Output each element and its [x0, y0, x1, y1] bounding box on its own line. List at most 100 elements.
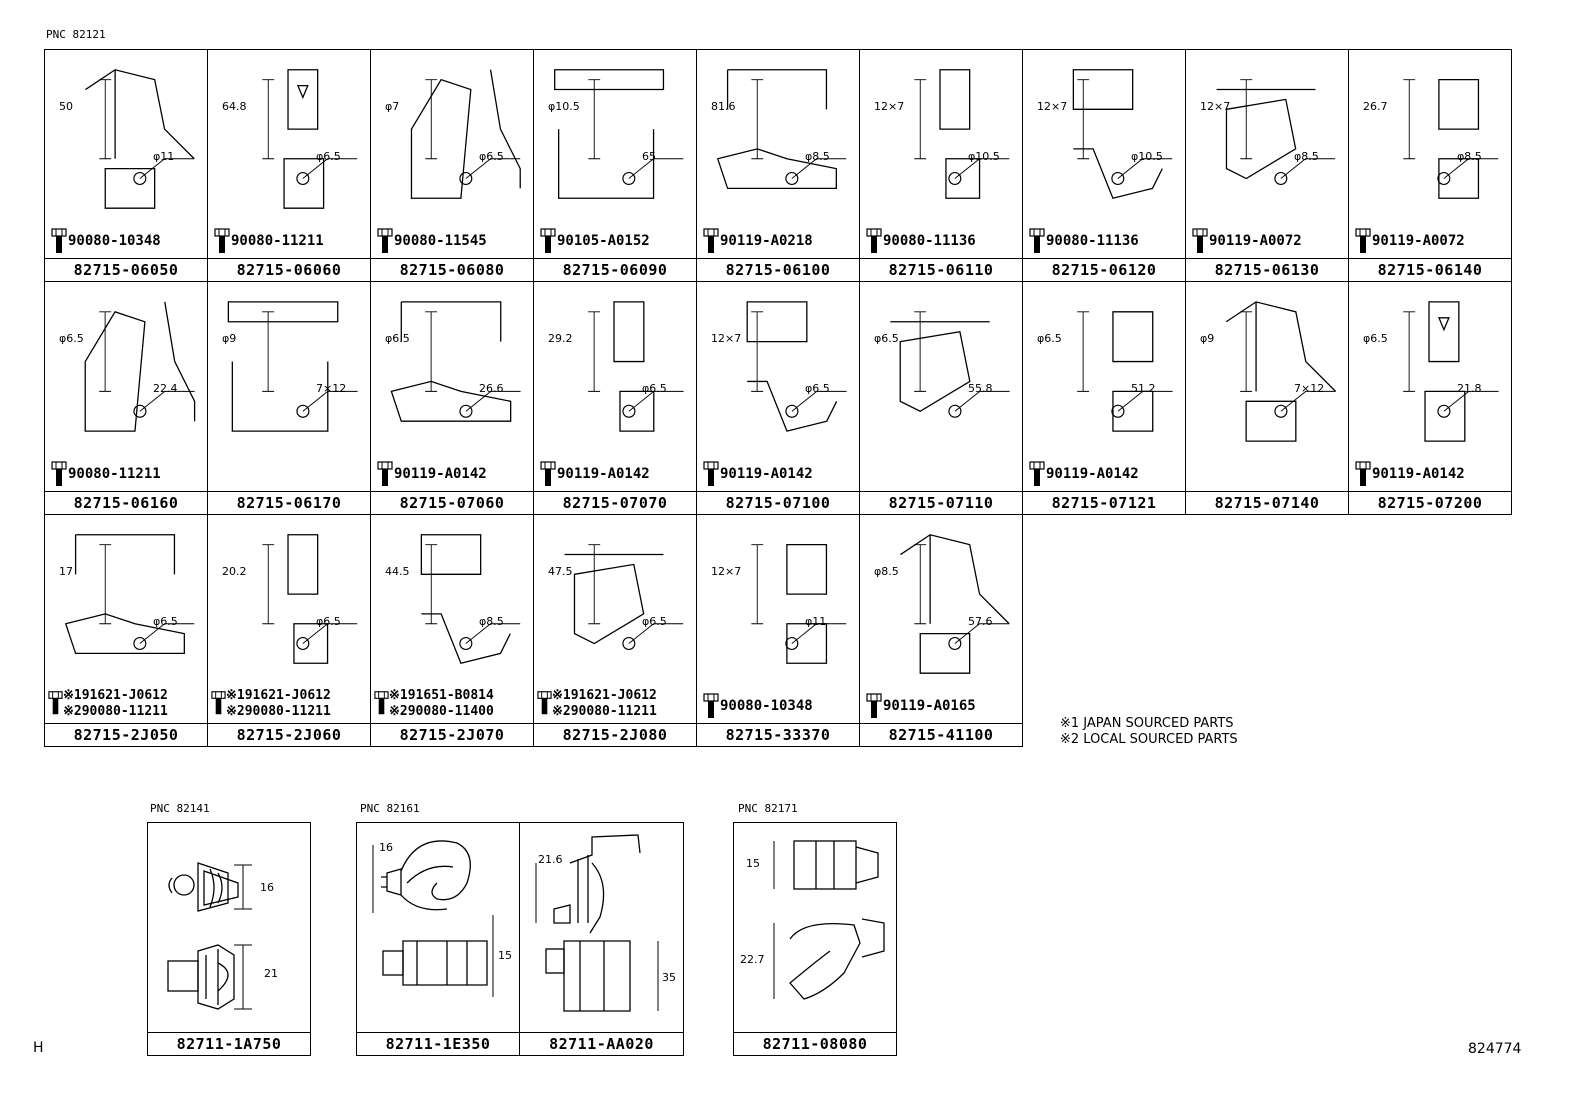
bolt: 90080-10348: [51, 228, 161, 254]
bolt: 90119-A0142: [540, 461, 650, 487]
bolt-pair: ※191621-J0612※290080-11211: [47, 688, 168, 720]
clip-drawing-icon: [535, 834, 659, 1012]
bracket-drawing-icon: [84, 301, 196, 432]
bolt: 90080-11136: [866, 228, 976, 254]
bolt: 90119-A0142: [1355, 461, 1465, 487]
bracket-drawing-icon: [914, 69, 1010, 199]
dimension-label: φ6.5: [59, 332, 84, 345]
dimension-label: 29.2: [548, 332, 573, 345]
bolt: 90080-11211: [51, 461, 161, 487]
dim-16: 16: [260, 881, 274, 894]
dimension-label: φ6.5: [642, 382, 667, 395]
dimension-label: φ7: [385, 100, 400, 113]
dimension-label: φ8.5: [1457, 150, 1482, 163]
bolt-icon: [537, 691, 552, 715]
bolt-number: 90080-11211: [68, 466, 161, 482]
pnc-label-main: PNC 82121: [46, 28, 106, 41]
part-number: 82715-2J060: [208, 723, 370, 746]
dimension-label: φ10.5: [548, 100, 580, 113]
bracket-drawing-icon: [262, 534, 358, 664]
bolt-pair: ※191621-J0612※290080-11211: [536, 688, 657, 720]
dimension-label: 20.2: [222, 565, 247, 578]
bolt-icon: [211, 691, 226, 715]
part-number: 82715-2J050: [45, 723, 207, 746]
bolt: 90105-A0152: [540, 228, 650, 254]
bolt-number: 90119-A0165: [883, 698, 976, 714]
dimension-label: 64.8: [222, 100, 247, 113]
bolt-icon: [703, 693, 719, 718]
bolt-icon: [51, 228, 67, 253]
bolt-number-japan: ※191621-J0612: [226, 688, 331, 703]
bracket-drawing-icon: [554, 69, 684, 199]
dimension-label: φ8.5: [479, 615, 504, 628]
part-number: 82715-07121: [1023, 491, 1185, 514]
part-number: 82715-07100: [697, 491, 859, 514]
dimension-label: 44.5: [385, 565, 410, 578]
dimension-label: 26.6: [479, 382, 504, 395]
clip-cell-aa020[interactable]: 21.6 35 82711-AA020: [519, 822, 684, 1056]
clip-cell-1a750[interactable]: 16 21 82711-1A750: [147, 822, 311, 1056]
dimension-label: φ10.5: [968, 150, 1000, 163]
clip-cell-1e350[interactable]: 16 15 82711-1E350: [356, 822, 520, 1056]
dimension-label: φ9: [1200, 332, 1215, 345]
bracket-drawing-icon: [1403, 301, 1499, 442]
part-cell[interactable]: 20.2 φ6.5 ※191621-J0612※290080-11211 82715-…: [207, 514, 371, 747]
bolt-icon: [1192, 228, 1208, 253]
bracket-drawing-icon: [262, 69, 358, 209]
bracket-drawing-icon: [890, 311, 1010, 418]
dimension-label: 7×12: [1294, 382, 1325, 395]
bolt-icon: [1355, 461, 1371, 486]
dim-15: 15: [746, 857, 760, 870]
part-number: 82715-07110: [860, 491, 1022, 514]
dimension-label: φ6.5: [316, 615, 341, 628]
bolt-icon: [866, 228, 882, 253]
clip-cell-08080[interactable]: 15 22.7 82711-08080: [733, 822, 897, 1056]
source-notes: ※1 JAPAN SOURCED PARTS ※2 LOCAL SOURCED …: [1060, 716, 1238, 748]
bolt-number: 90119-A0218: [720, 233, 813, 249]
bolt-number: 90080-10348: [68, 233, 161, 249]
dimension-label: φ6.5: [153, 615, 178, 628]
dimension-label: 51.2: [1131, 382, 1156, 395]
bolt-number: 90119-A0142: [394, 466, 487, 482]
bolt-icon: [48, 691, 63, 715]
part-number: 82715-06120: [1023, 258, 1185, 281]
dimension-label: 21.8: [1457, 382, 1482, 395]
bracket-drawing-icon: [410, 69, 521, 199]
bolt-number-local: ※290080-11211: [226, 704, 331, 719]
part-number: 82715-06060: [208, 258, 370, 281]
bolt: 90119-A0142: [1029, 461, 1139, 487]
dimension-label: 12×7: [1200, 100, 1231, 113]
part-number: 82715-06170: [208, 491, 370, 514]
dimension-label: φ8.5: [874, 565, 899, 578]
bolt-number: 90080-11211: [231, 233, 324, 249]
part-number: 82715-06130: [1186, 258, 1348, 281]
bolt-number: 90119-A0142: [1046, 466, 1139, 482]
bolt: 90119-A0142: [703, 461, 813, 487]
dim-35: 35: [662, 971, 676, 984]
bracket-drawing-icon: [1077, 311, 1173, 432]
bolt-icon: [377, 461, 393, 486]
